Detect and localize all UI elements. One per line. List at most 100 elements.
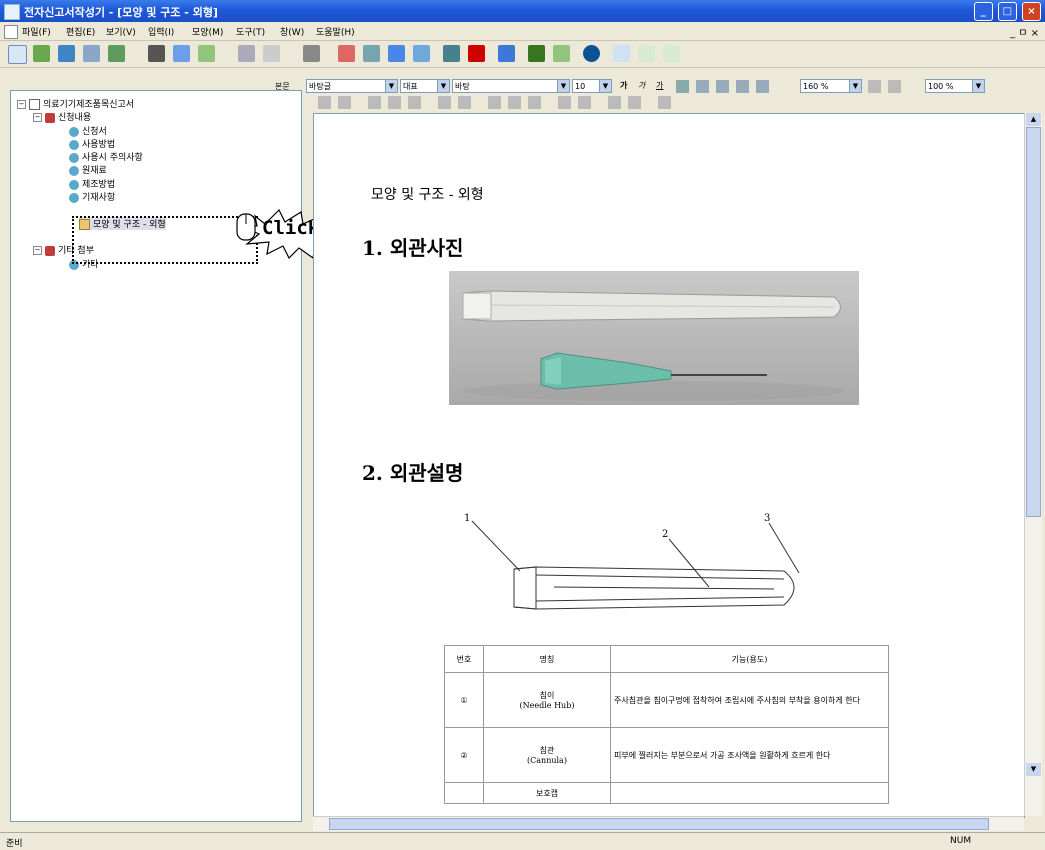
row-name: 침관(Cannula) <box>483 727 611 783</box>
bold-button[interactable]: 가 <box>620 81 628 90</box>
scroll-up-icon[interactable]: ▲ <box>1026 113 1041 126</box>
section-heading-photo: 1. 외관사진 <box>362 236 464 260</box>
tree-item[interactable]: 원재료 <box>69 163 107 176</box>
align-left-icon[interactable] <box>696 80 709 93</box>
help-icon[interactable] <box>613 45 630 62</box>
split-icon[interactable] <box>388 96 401 109</box>
print-preview-icon[interactable] <box>108 45 125 62</box>
mdi-controls[interactable]: _ ㅁ × <box>1010 28 1039 39</box>
collapse-icon[interactable]: − <box>17 100 26 109</box>
tree-item-selected[interactable]: 모양 및 구조 - 외형 <box>79 217 166 230</box>
triangle-icon[interactable] <box>263 45 280 62</box>
menu-tools[interactable]: 도구(T) <box>236 28 266 38</box>
chart-icon[interactable] <box>388 45 405 62</box>
undo-icon[interactable] <box>238 45 255 62</box>
open-icon[interactable] <box>33 45 50 62</box>
table-tool-icon[interactable] <box>318 96 331 109</box>
column-insert-icon[interactable] <box>488 96 501 109</box>
vertical-scrollbar[interactable]: ▲ ▼ <box>1024 113 1042 816</box>
save-icon[interactable] <box>58 45 75 62</box>
row-delete-icon[interactable] <box>458 96 471 109</box>
draw-icon[interactable] <box>338 45 355 62</box>
justify-icon[interactable] <box>756 80 769 93</box>
image-icon[interactable] <box>363 45 380 62</box>
menu-help[interactable]: 도움말(H) <box>316 28 355 38</box>
tree-folder-other[interactable]: −기타 첨부 <box>33 245 94 256</box>
horizontal-scrollbar[interactable] <box>313 816 1024 831</box>
page-icon <box>69 152 79 163</box>
title-bar[interactable]: 전자신고서작성기 - [모양 및 구조 - 외형] _ □ × <box>0 0 1045 22</box>
menu-view[interactable]: 보기(V) <box>106 28 136 38</box>
zoom-icon[interactable] <box>638 45 655 62</box>
document-canvas[interactable]: 모양 및 구조 - 외형 1. 외관사진 2. 외관설명 1 2 3 번호 명칭… <box>313 113 1025 818</box>
underline-button[interactable]: 가 <box>656 81 664 90</box>
menu-insert[interactable]: 입력(I) <box>148 28 175 38</box>
scroll-thumb[interactable] <box>1026 127 1041 517</box>
indent-icon[interactable] <box>888 80 901 93</box>
status-text: 준비 <box>6 839 23 849</box>
field-icon[interactable] <box>498 45 515 62</box>
paste-icon[interactable] <box>198 45 215 62</box>
copy-icon[interactable] <box>173 45 190 62</box>
menu-file[interactable]: 파일(F) <box>22 28 51 38</box>
line-spacing-icon[interactable] <box>868 80 881 93</box>
row-insert-icon[interactable] <box>438 96 451 109</box>
tree-pane[interactable]: −의료기기제조품목신고서 −신청내용 신청서 사용방법 사용시 주의사항 원재료… <box>10 90 302 822</box>
cell-color-icon[interactable] <box>528 96 541 109</box>
collapse-icon[interactable]: − <box>33 113 42 122</box>
collapse-icon[interactable]: − <box>33 246 42 255</box>
font-select[interactable]: 바탕▼ <box>452 79 570 93</box>
link-icon[interactable] <box>443 45 460 62</box>
italic-button[interactable]: 가 <box>638 81 646 90</box>
settings-icon[interactable] <box>663 45 680 62</box>
menu-format[interactable]: 모양(M) <box>192 28 224 38</box>
hscroll-thumb[interactable] <box>329 818 989 830</box>
font-size-select[interactable]: 10▼ <box>572 79 612 93</box>
num-lock-indicator: NUM <box>950 836 972 846</box>
width-select[interactable]: 100 %▼ <box>925 79 985 93</box>
maximize-button[interactable]: □ <box>997 2 1017 21</box>
tree-item[interactable]: 기타 <box>69 257 99 270</box>
column-delete-icon[interactable] <box>508 96 521 109</box>
font-lang-select[interactable]: 대표▼ <box>400 79 450 93</box>
border-icon[interactable] <box>408 96 421 109</box>
print-icon[interactable] <box>83 45 100 62</box>
cut-icon[interactable] <box>148 45 165 62</box>
close-button[interactable]: × <box>1022 2 1041 21</box>
menu-window[interactable]: 창(W) <box>280 28 305 38</box>
sum-icon[interactable] <box>608 96 621 109</box>
tree-item[interactable]: 기재사항 <box>69 190 115 203</box>
tree-item[interactable]: 제조방법 <box>69 177 115 190</box>
table-icon[interactable] <box>413 45 430 62</box>
zoom-select[interactable]: 160 %▼ <box>800 79 862 93</box>
cell-icon[interactable] <box>338 96 351 109</box>
menu-edit[interactable]: 편집(E) <box>66 28 96 38</box>
merge-icon[interactable] <box>368 96 381 109</box>
formula-icon[interactable] <box>658 96 671 109</box>
page-icon <box>69 126 79 137</box>
main-toolbar <box>0 41 1045 68</box>
scroll-down-icon[interactable]: ▼ <box>1026 763 1041 776</box>
bookmark-icon[interactable] <box>468 45 485 62</box>
cell-align-icon[interactable] <box>578 96 591 109</box>
new-document-icon[interactable] <box>8 45 27 64</box>
strike-icon[interactable] <box>676 80 689 93</box>
tree-item[interactable]: 사용방법 <box>69 137 115 150</box>
tree-folder-request[interactable]: −신청내용 <box>33 112 92 123</box>
average-icon[interactable] <box>628 96 641 109</box>
tree-item[interactable]: 사용시 주의사항 <box>69 150 143 163</box>
globe-icon[interactable] <box>583 45 600 62</box>
tree-item[interactable]: 신청서 <box>69 124 107 137</box>
tree-root[interactable]: −의료기기제조품목신고서 <box>17 99 135 110</box>
symbol-icon[interactable] <box>553 45 570 62</box>
grid-icon[interactable] <box>558 96 571 109</box>
spell-icon[interactable] <box>528 45 545 62</box>
row-name: 보호캡 <box>483 782 611 804</box>
minimize-button[interactable]: _ <box>973 2 993 21</box>
click-label: Click <box>262 217 320 239</box>
text-icon[interactable] <box>303 45 320 62</box>
folder-icon <box>45 112 55 123</box>
align-right-icon[interactable] <box>736 80 749 93</box>
align-center-icon[interactable] <box>716 80 729 93</box>
style-select[interactable]: 바탕글▼ <box>306 79 398 93</box>
